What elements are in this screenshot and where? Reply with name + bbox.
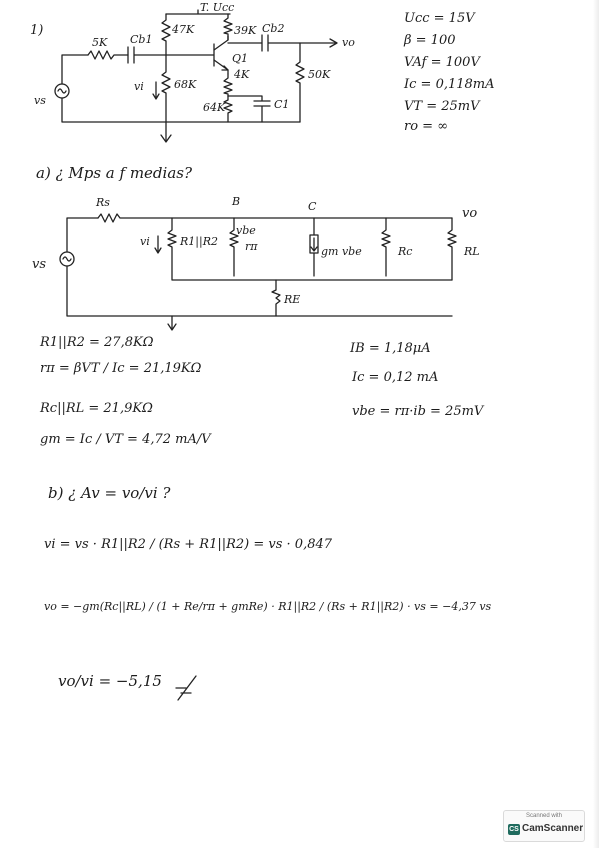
camscanner-name: CamScanner [522,823,584,834]
camscanner-logo-icon: CS [508,824,520,835]
r1-label: 47K [171,23,195,36]
result-ic: Ic = 0,12 mA [351,370,438,385]
camscanner-badge: Scanned with CS CamScanner [503,810,585,842]
rpi-label: rπ [245,240,258,253]
cb1-label: Cb1 [130,33,152,46]
part-b-question: b) ¿ Av = vo/vi ? [48,484,171,502]
vo-equation: vo = −gm(Rc||RL) / (1 + Re/rπ + gmRe) · … [44,600,492,614]
transistor-label: Q1 [232,52,248,65]
param-beta: β = 100 [403,33,456,48]
result-r12: R1||R2 = 27,8KΩ [39,335,154,350]
small-signal-schematic: Rs B C vo vi vbe R1||R2 rπ gm vbe Rc RL … [32,195,480,331]
rs-label: Rs [95,196,110,209]
result-emphasis-mark [175,675,197,701]
vcc-label: T. Ucc [200,1,234,14]
re-ac-label: RE [283,293,300,306]
vs-ac-label: vs [32,257,46,272]
vo-output-label: vo [462,206,477,221]
r12-label: R1||R2 [179,235,218,249]
param-vt: VT = 25mV [404,99,481,114]
vbe-label: vbe [236,224,256,237]
vs-label: vs [34,94,46,107]
rc-label: 39K [234,24,257,37]
param-vcc: Ucc = 15V [404,11,476,26]
result-gm: gm = Ic / VT = 4,72 mA/V [40,432,212,447]
vi-label: vi [134,80,144,93]
parameters-list: Ucc = 15V β = 100 VAf = 100V Ic = 0,118m… [403,11,495,134]
vo-label: vo [342,36,355,49]
re-bypass-label: 64K [203,101,226,114]
param-ic: Ic = 0,118mA [403,77,495,92]
vi-input-label: vi [140,235,150,248]
rc-ac-label: Rc [397,245,412,258]
scanned-with-text: Scanned with [525,813,563,819]
result-ib: IB = 1,18μA [349,341,431,356]
result-rcrl: Rc||RL = 21,9KΩ [39,401,153,416]
r-source-label: 5K [92,36,108,49]
result-rpi: rπ = βVT / Ic = 21,19KΩ [40,361,202,376]
re-label: 4K [233,68,250,81]
part-a-question: a) ¿ Mps a f medias? [36,164,193,182]
vi-equation: vi = vs · R1||R2 / (Rs + R1||R2) = vs · … [44,537,333,552]
param-vaf: VAf = 100V [404,55,481,70]
av-result: vo/vi = −5,15 [58,672,162,690]
part-a-results: R1||R2 = 27,8KΩ rπ = βVT / Ic = 21,19KΩ … [39,335,485,447]
node-c-label: C [308,200,317,213]
rl-label: 50K [308,68,331,81]
param-ro: ro = ∞ [404,119,448,134]
r2-label: 68K [174,78,197,91]
result-vbe: vbe = rπ·ib = 25mV [352,404,485,419]
ce-label: C1 [274,98,289,111]
problem-number: 1) [30,23,43,38]
rl-ac-label: RL [463,245,480,258]
page-edge-shadow [593,0,599,848]
gm-source-label: gm vbe [321,245,362,258]
cb2-label: Cb2 [262,22,284,35]
node-b-label: B [231,195,240,208]
amplifier-schematic: 1) T. Ucc [30,1,355,143]
